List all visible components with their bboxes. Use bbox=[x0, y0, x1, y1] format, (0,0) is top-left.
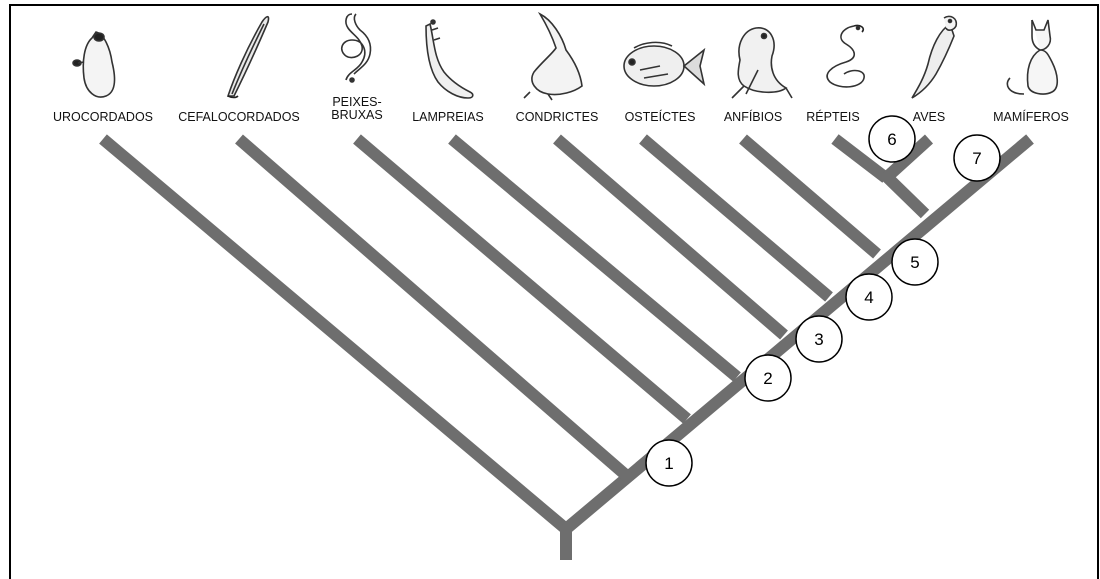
node-number-4: 4 bbox=[864, 288, 873, 307]
branch-peixes-bruxas bbox=[353, 134, 691, 424]
taxon-label-lampreias: LAMPREIAS bbox=[412, 110, 484, 124]
taxon-label-urocordados: UROCORDADOS bbox=[52, 110, 154, 124]
node-number-6: 6 bbox=[887, 130, 896, 149]
taxon-label-peixes-bruxas: PEIXES- BRUXAS bbox=[331, 95, 383, 122]
branch-aves bbox=[881, 134, 934, 183]
node-circle-4: 4 bbox=[845, 273, 893, 321]
lamprey-icon bbox=[425, 19, 474, 99]
taxon-label-anfibios: ANFÍBIOS bbox=[723, 110, 783, 124]
taxon-label-condrictes: CONDRICTES bbox=[515, 110, 599, 124]
branch-osteictes bbox=[639, 134, 833, 302]
cat-icon bbox=[1006, 19, 1059, 95]
node-number-3: 3 bbox=[814, 330, 823, 349]
node-number-2: 2 bbox=[763, 369, 772, 388]
branch-urocordados bbox=[99, 134, 570, 534]
frog-icon bbox=[731, 27, 793, 99]
node-circle-6: 6 bbox=[868, 115, 916, 163]
node-circle-3: 3 bbox=[795, 315, 843, 363]
snake-icon bbox=[826, 24, 865, 88]
node-circle-1: 1 bbox=[645, 439, 693, 487]
branch-condrictes bbox=[553, 134, 788, 340]
node-circle-2: 2 bbox=[744, 354, 792, 402]
branch-anfibios bbox=[739, 134, 881, 259]
branch-repteis bbox=[831, 134, 890, 183]
hagfish-icon bbox=[340, 13, 372, 83]
branch-lampreias bbox=[448, 134, 741, 382]
taxon-label-osteictes: OSTEÍCTES bbox=[624, 110, 696, 124]
lancelet-icon bbox=[226, 15, 270, 99]
node-number-7: 7 bbox=[972, 149, 981, 168]
node-circle-7: 7 bbox=[953, 134, 1001, 182]
taxon-label-repteis: RÉPTEIS bbox=[806, 110, 860, 124]
taxon-label-mamiferos: MAMÍFEROS bbox=[993, 110, 1069, 124]
sea-squirt-icon bbox=[72, 31, 116, 98]
parrot-icon bbox=[911, 15, 958, 99]
diagram-frame bbox=[9, 4, 1099, 579]
branch-reptile-bird-stem bbox=[881, 171, 930, 219]
branch-cefalocordados bbox=[235, 134, 632, 482]
shark-icon bbox=[523, 12, 583, 101]
node-number-1: 1 bbox=[664, 454, 673, 473]
bony-fish-icon bbox=[623, 41, 706, 87]
taxon-label-aves: AVES bbox=[912, 110, 946, 124]
node-circle-5: 5 bbox=[891, 238, 939, 286]
node-number-5: 5 bbox=[910, 253, 919, 272]
taxon-label-cefalocordados: CEFALOCORDADOS bbox=[178, 110, 300, 124]
